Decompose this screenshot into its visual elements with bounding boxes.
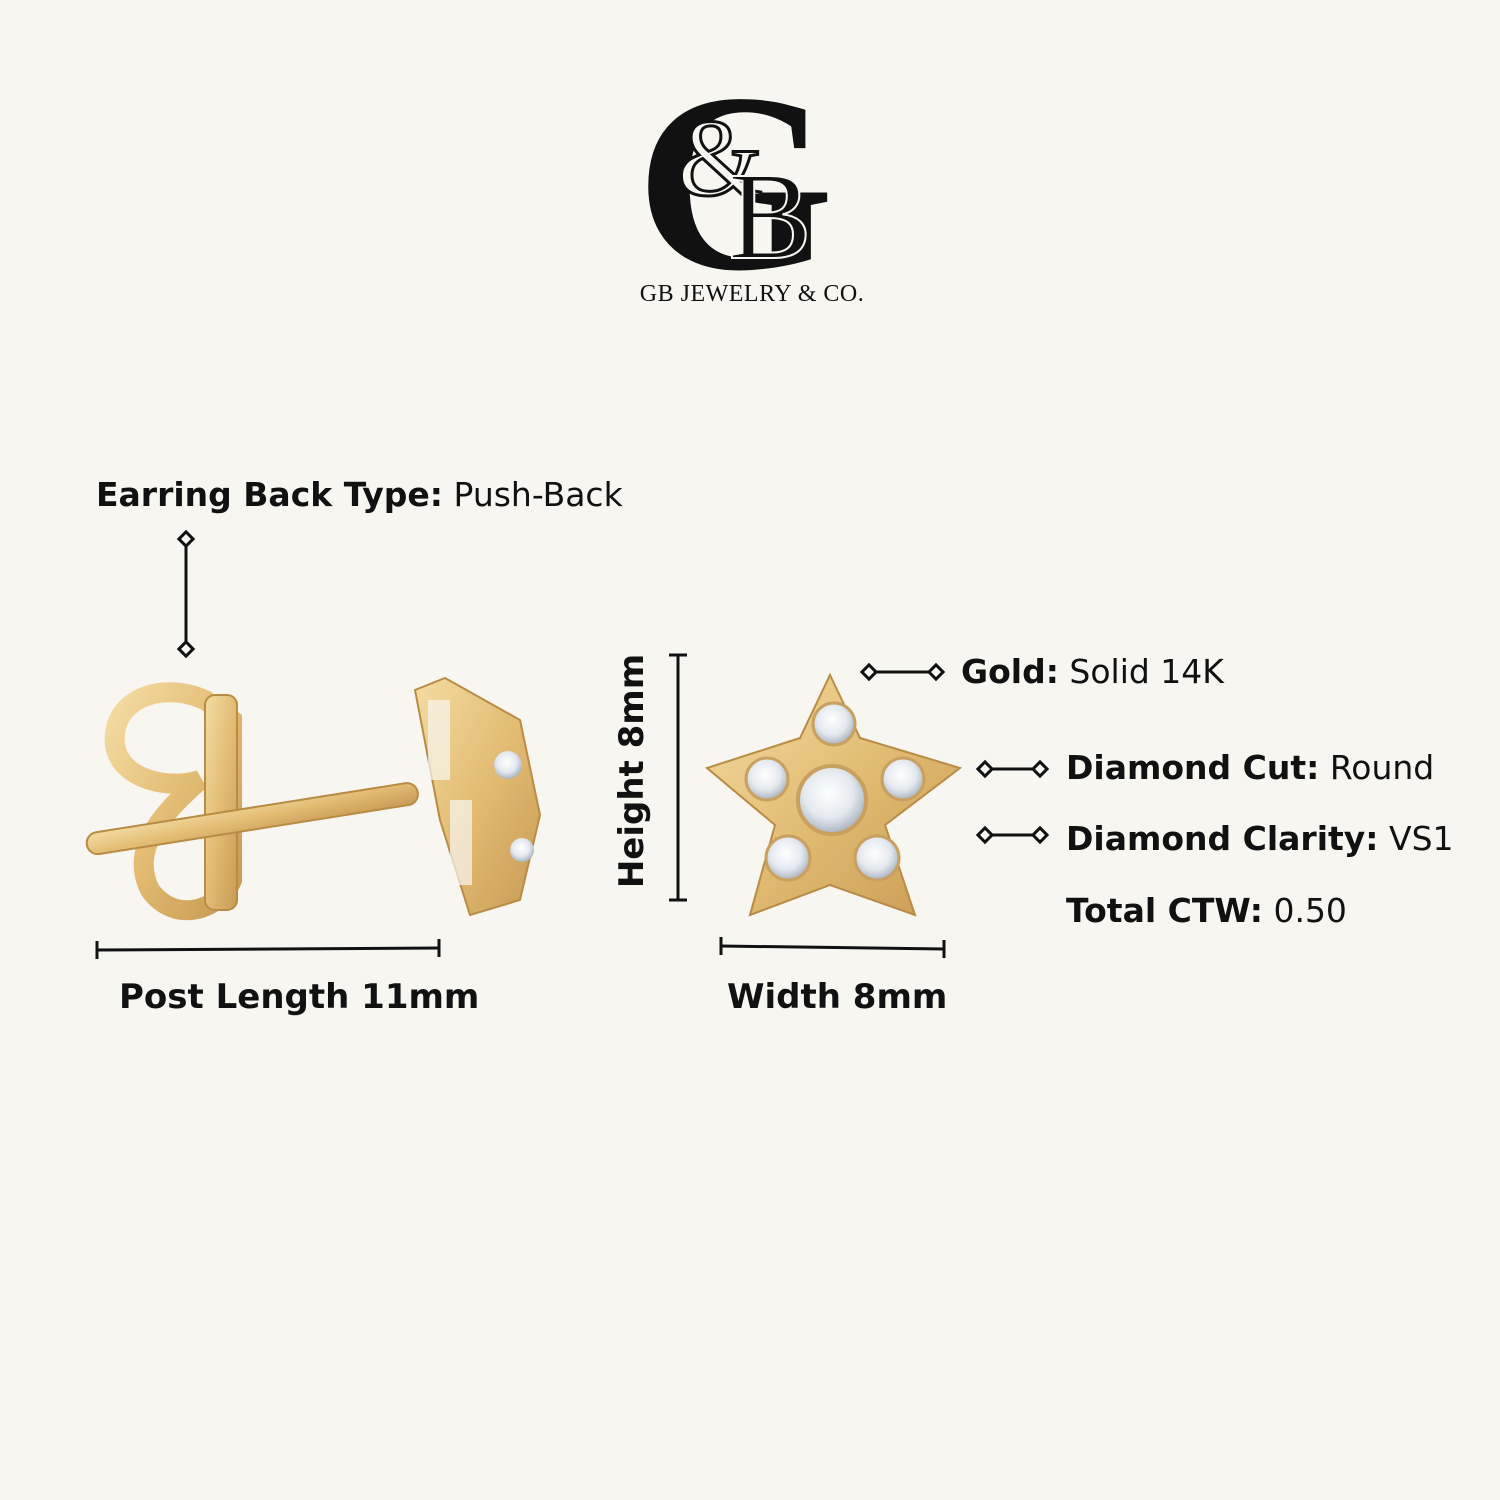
width-label: Width 8mm — [727, 977, 948, 1017]
brand-name: GB JEWELRY & CO. — [639, 281, 865, 307]
gold-spec: Gold: Solid 14K — [961, 655, 1224, 688]
diamond-cut-value: Round — [1329, 748, 1435, 787]
height-dimension — [669, 653, 687, 902]
diamond-cut-spec: Diamond Cut: Round — [1066, 751, 1434, 784]
post-length-dimension — [95, 939, 441, 959]
svg-text:&: & — [677, 97, 763, 219]
back-type-spec: Earring Back Type: Push-Back — [96, 478, 623, 511]
back-type-label: Earring Back Type: — [96, 475, 443, 514]
diamond-clarity-spec: Diamond Clarity: VS1 — [1066, 822, 1454, 855]
post-length-label: Post Length 11mm — [119, 977, 480, 1017]
back-type-value: Push-Back — [453, 475, 623, 514]
width-dimension — [719, 937, 946, 958]
spec-pointers — [859, 662, 1050, 845]
diamond-clarity-value: VS1 — [1389, 819, 1454, 858]
diamond-cut-label: Diamond Cut: — [1066, 748, 1320, 787]
svg-text:G: G — [636, 42, 834, 324]
gold-label: Gold: — [961, 652, 1059, 691]
earring-side-view — [85, 676, 542, 921]
svg-text:B: B — [728, 148, 811, 286]
logo-icon: G & B — [636, 42, 834, 324]
height-label: Height 8mm — [612, 653, 652, 889]
total-ctw-value: 0.50 — [1273, 891, 1347, 930]
total-ctw-label: Total CTW: — [1066, 891, 1263, 930]
diamond-clarity-label: Diamond Clarity: — [1066, 819, 1379, 858]
total-ctw-spec: Total CTW: 0.50 — [1066, 894, 1347, 927]
earring-front-view — [704, 672, 963, 917]
gold-value: Solid 14K — [1069, 652, 1224, 691]
back-type-indicator — [176, 529, 196, 659]
